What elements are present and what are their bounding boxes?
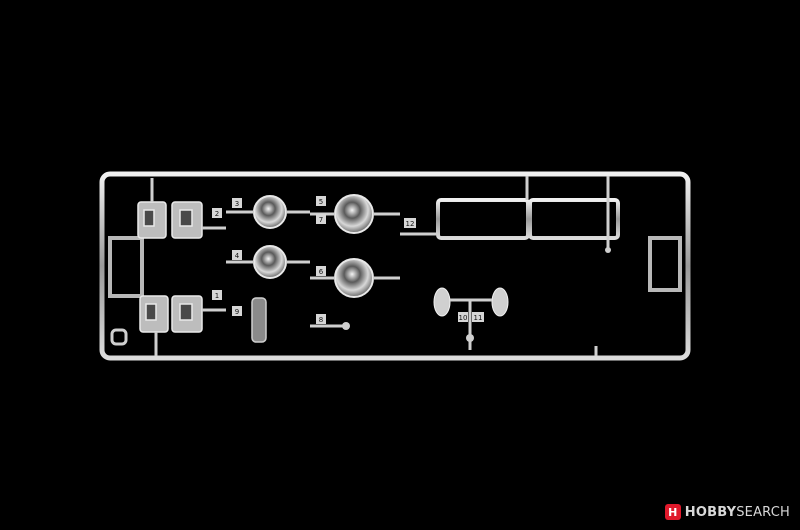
watermark-brand-bold: HOBBY xyxy=(684,504,737,520)
part-number: 7 xyxy=(319,216,323,224)
part-number: 3 xyxy=(235,200,239,208)
part-number: 5 xyxy=(319,198,323,206)
lens-part xyxy=(251,297,267,343)
part-number: 2 xyxy=(215,210,219,218)
part-tag: 3 xyxy=(232,198,242,208)
part-tag: 1 xyxy=(212,290,222,300)
sprue-frame xyxy=(99,171,691,361)
part-number: 8 xyxy=(319,316,323,324)
part-tag: 11 xyxy=(472,312,484,322)
part-tag: 5 xyxy=(316,196,326,206)
part-tag: 4 xyxy=(232,250,242,260)
watermark-text: HOBBYSEARCH xyxy=(685,505,790,520)
part-number: 12 xyxy=(406,220,415,228)
part-number: 9 xyxy=(235,308,239,316)
part-number: 6 xyxy=(319,268,324,276)
part-tag: 7 xyxy=(316,214,326,224)
part-number: 4 xyxy=(235,252,240,260)
part-tag: 12 xyxy=(404,218,416,228)
part-tag: 9 xyxy=(232,306,242,316)
hobbysearch-watermark: H HOBBYSEARCH xyxy=(664,504,790,520)
headlight-discs xyxy=(253,194,374,298)
part-number: 10 xyxy=(459,314,468,322)
grille-frame-part xyxy=(436,198,620,240)
hobbysearch-logo-icon: H xyxy=(664,504,681,520)
mirror-parts xyxy=(433,287,509,350)
right-end-tab xyxy=(648,236,682,292)
frame-stub xyxy=(110,328,128,346)
left-end-tab xyxy=(108,236,144,298)
bracket-part-bottom xyxy=(139,295,203,333)
part-tag: 6 xyxy=(316,266,326,276)
bracket-part-top xyxy=(137,201,203,239)
part-number: 1 xyxy=(215,292,219,300)
part-tag: 10 xyxy=(458,312,468,322)
watermark-brand-thin: SEARCH xyxy=(736,504,790,520)
part-number-tags: 2 3 4 5 6 7 8 9 xyxy=(212,196,484,324)
part-tag: 8 xyxy=(316,314,326,324)
part-number: 11 xyxy=(474,314,483,322)
part-tag: 2 xyxy=(212,208,222,218)
